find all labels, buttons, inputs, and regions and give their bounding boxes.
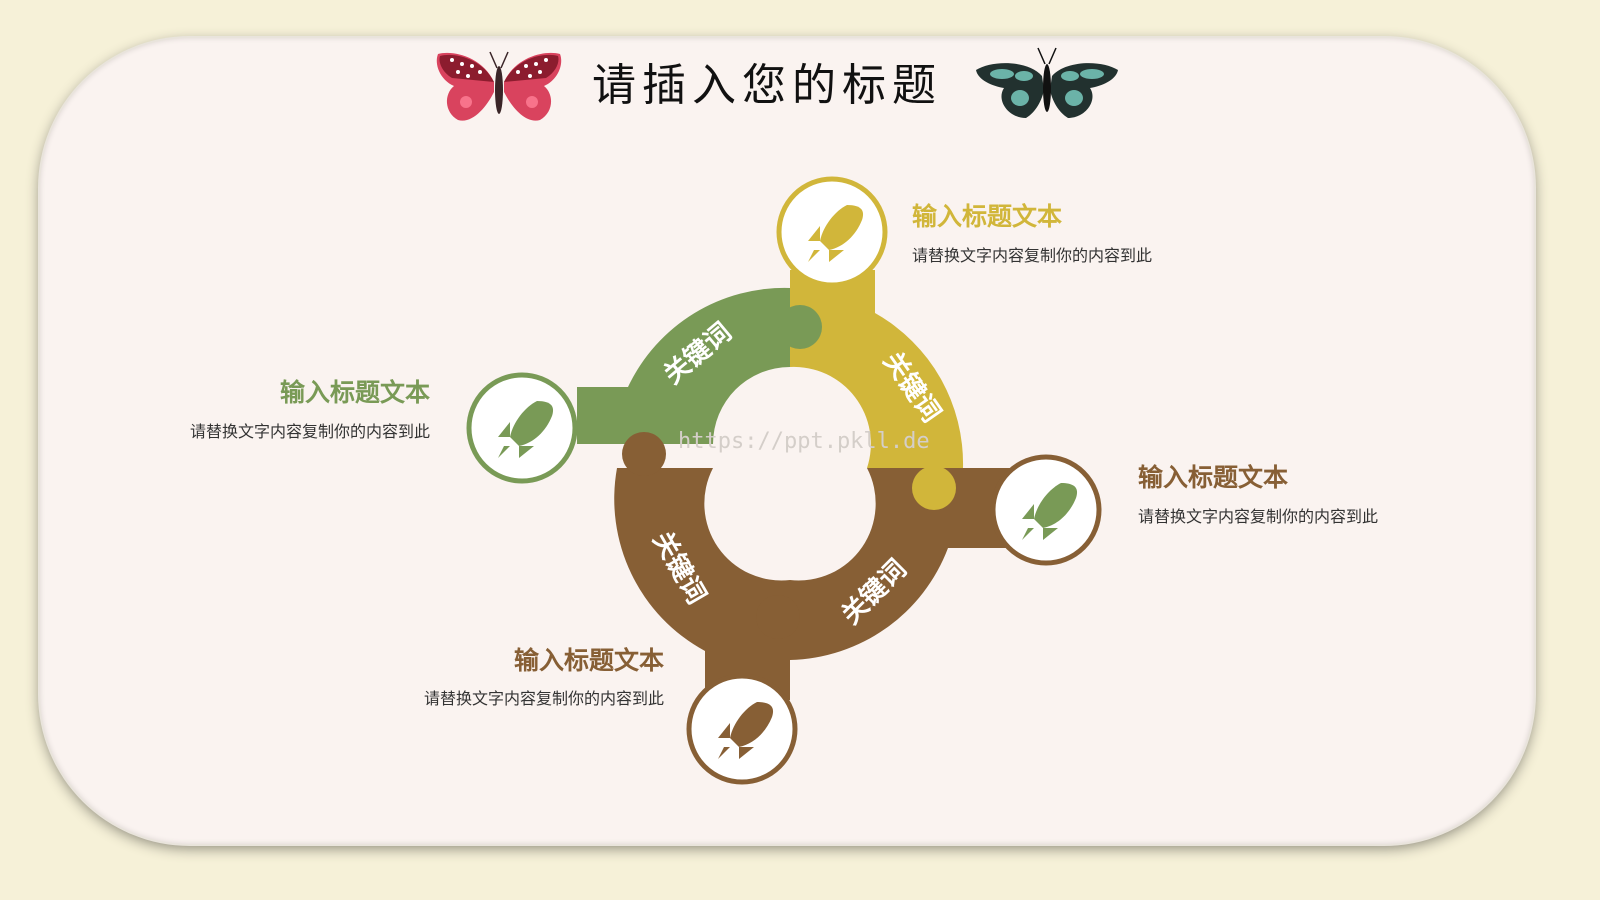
icon-circle-bottom bbox=[686, 673, 798, 785]
item-description: 请替换文字内容复制你的内容到此 bbox=[189, 422, 430, 441]
item-description: 请替换文字内容复制你的内容到此 bbox=[1138, 507, 1379, 526]
teal-butterfly-image bbox=[976, 47, 1118, 118]
puzzle-knob bbox=[912, 466, 956, 510]
item-heading: 输入标题文本 bbox=[1138, 463, 1289, 492]
pink-butterfly-image bbox=[436, 51, 562, 121]
item-description: 请替换文字内容复制你的内容到此 bbox=[423, 689, 664, 708]
icon-circle-right bbox=[990, 454, 1102, 566]
segment-green bbox=[577, 287, 790, 444]
puzzle-knob bbox=[778, 305, 822, 349]
segment-brown-right bbox=[790, 468, 1018, 660]
puzzle-knob bbox=[622, 432, 666, 476]
segment-yellow bbox=[790, 270, 964, 468]
watermark-text: https://ppt.pkll.de bbox=[678, 429, 930, 454]
item-description: 请替换文字内容复制你的内容到此 bbox=[912, 246, 1153, 265]
item-heading: 输入标题文本 bbox=[279, 378, 430, 407]
slide-title: 请插入您的标题 bbox=[592, 60, 942, 111]
item-heading: 输入标题文本 bbox=[513, 646, 664, 675]
center-hole bbox=[713, 391, 867, 545]
item-heading: 输入标题文本 bbox=[912, 202, 1063, 231]
icon-circle-top bbox=[776, 176, 888, 288]
puzzle-knob bbox=[756, 595, 800, 639]
segment-brown-left bbox=[614, 468, 790, 700]
icon-circle-left bbox=[466, 372, 578, 484]
